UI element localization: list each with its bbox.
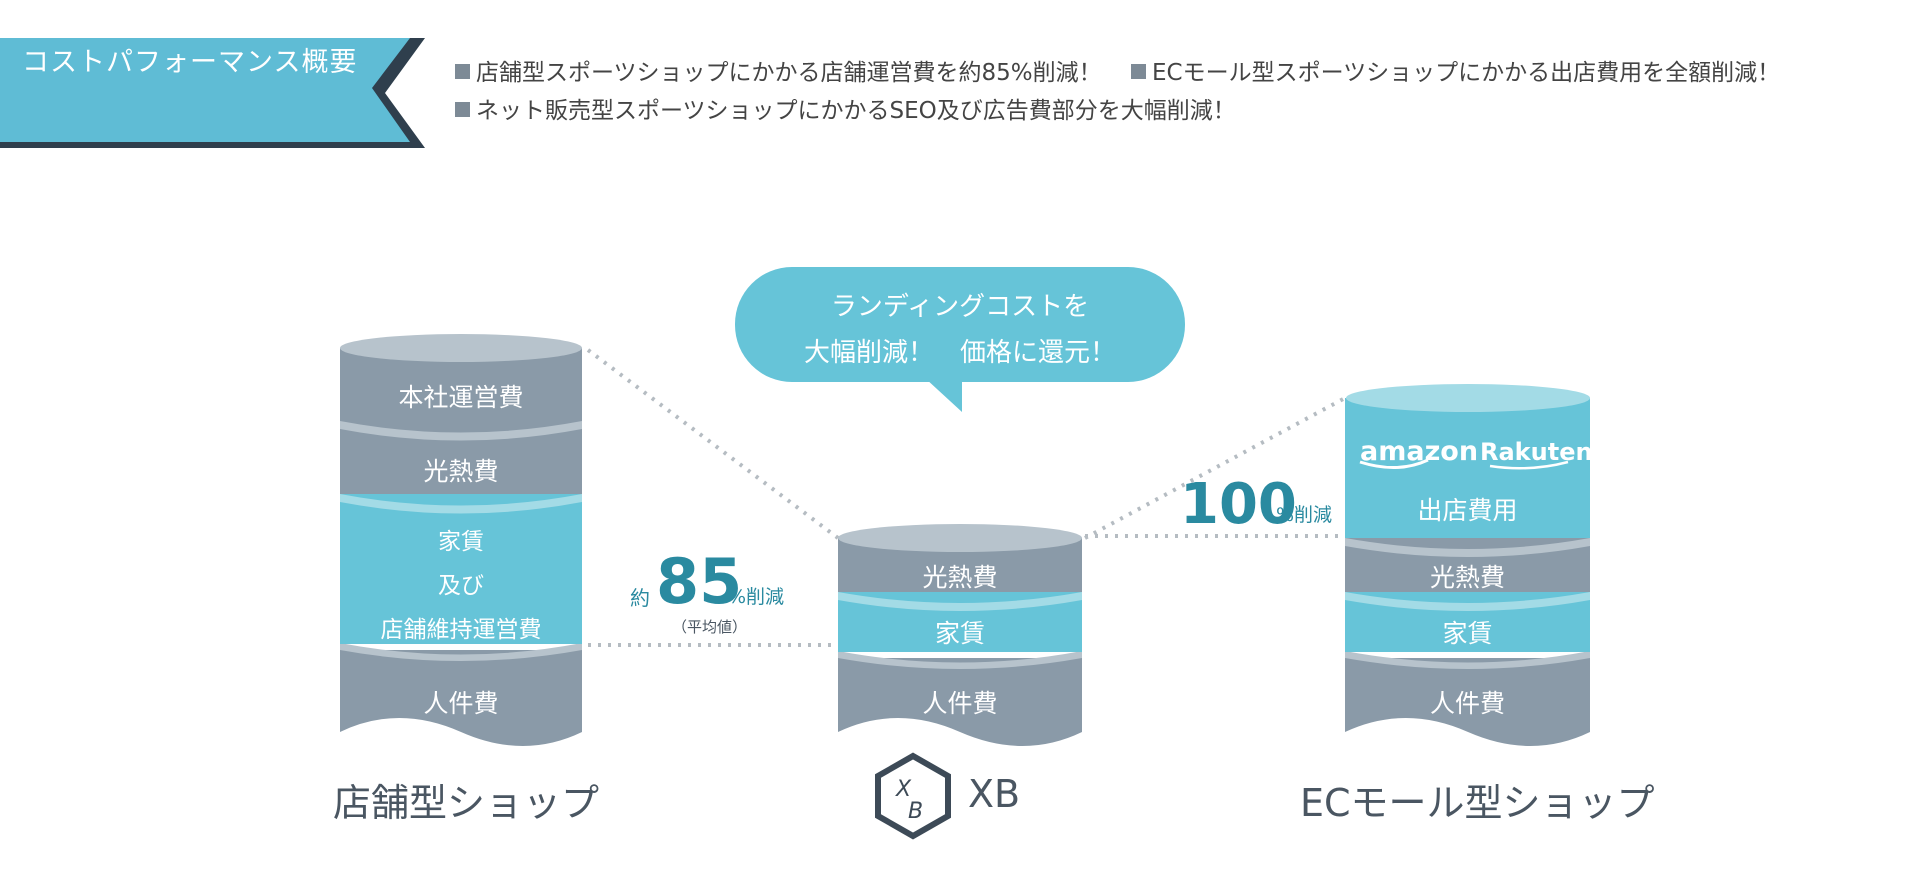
rakuten-logo: Rakuten (1480, 438, 1593, 466)
ec-layer-listing-fee: 出店費用 (1417, 496, 1518, 525)
ec-layer-labor: 人件費 (1429, 689, 1505, 718)
store-shop-cylinder (340, 334, 582, 746)
svg-text:B: B (908, 799, 923, 824)
xb-layer-rent: 家賃 (934, 619, 985, 648)
reduction-85-prefix: 約 (630, 586, 650, 610)
header-banner (0, 38, 425, 148)
svg-text:X: X (895, 777, 912, 802)
bullet-square-icon (1130, 64, 1146, 79)
reduction-100-suffix: %削減 (1276, 504, 1333, 526)
ec-shop-title: ECモール型ショップ (1300, 781, 1655, 825)
ec-cylinder (1345, 384, 1590, 746)
header-badge: コストパフォーマンス概要 (22, 47, 358, 78)
amazon-logo: amazon (1360, 436, 1479, 467)
amazon-smile-icon (1359, 458, 1429, 470)
bullet-square-icon (455, 102, 470, 117)
reduction-85-value: 85 (656, 545, 743, 618)
speech-bubble (735, 267, 1185, 412)
bullet-square-icon (455, 64, 470, 79)
bubble-line-2: 大幅削減！ 価格に還元！ (803, 338, 1116, 368)
store-layer-labor: 人件費 (423, 689, 499, 718)
store-layer-maintenance: 店舗維持運営費 (380, 617, 542, 643)
store-layer-hq: 本社運営費 (398, 383, 524, 412)
reduction-100-value: 100 (1180, 472, 1297, 537)
header-bullets: 店舗型スポーツショップにかかる店舗運営費を約85%削減！ ECモール型スポーツシ… (455, 54, 1802, 130)
reduction-85-note: （平均値） (672, 618, 748, 636)
bullet-3: ネット販売型スポーツショップにかかるSEO及び広告費部分を大幅削減！ (476, 98, 1236, 124)
bubble-line-1: ランディングコストを (830, 292, 1090, 322)
xb-title: XB (968, 772, 1021, 816)
bullet-2: ECモール型スポーツショップにかかる出店費用を全額削減！ (1151, 60, 1781, 86)
bubble-text: ランディングコストを 大幅削減！ 価格に還元！ (740, 284, 1180, 376)
xb-logo-icon: X B (875, 752, 951, 840)
xb-layer-utilities: 光熱費 (922, 563, 998, 592)
reduction-85-suffix: %削減 (728, 586, 785, 608)
store-layer-utilities: 光熱費 (423, 457, 499, 486)
ec-layer-rent: 家賃 (1442, 619, 1493, 648)
xb-cylinder (838, 524, 1082, 746)
ec-layer-utilities: 光熱費 (1429, 563, 1505, 592)
xb-layer-labor: 人件費 (922, 689, 998, 718)
store-layer-and: 及び (438, 573, 484, 599)
connector-lines (586, 348, 1346, 647)
store-shop-title: 店舗型ショップ (333, 781, 600, 825)
store-layer-rent: 家賃 (438, 529, 484, 555)
bullet-1: 店舗型スポーツショップにかかる店舗運営費を約85%削減！ (476, 60, 1102, 86)
rakuten-swoosh-icon (1489, 460, 1569, 470)
